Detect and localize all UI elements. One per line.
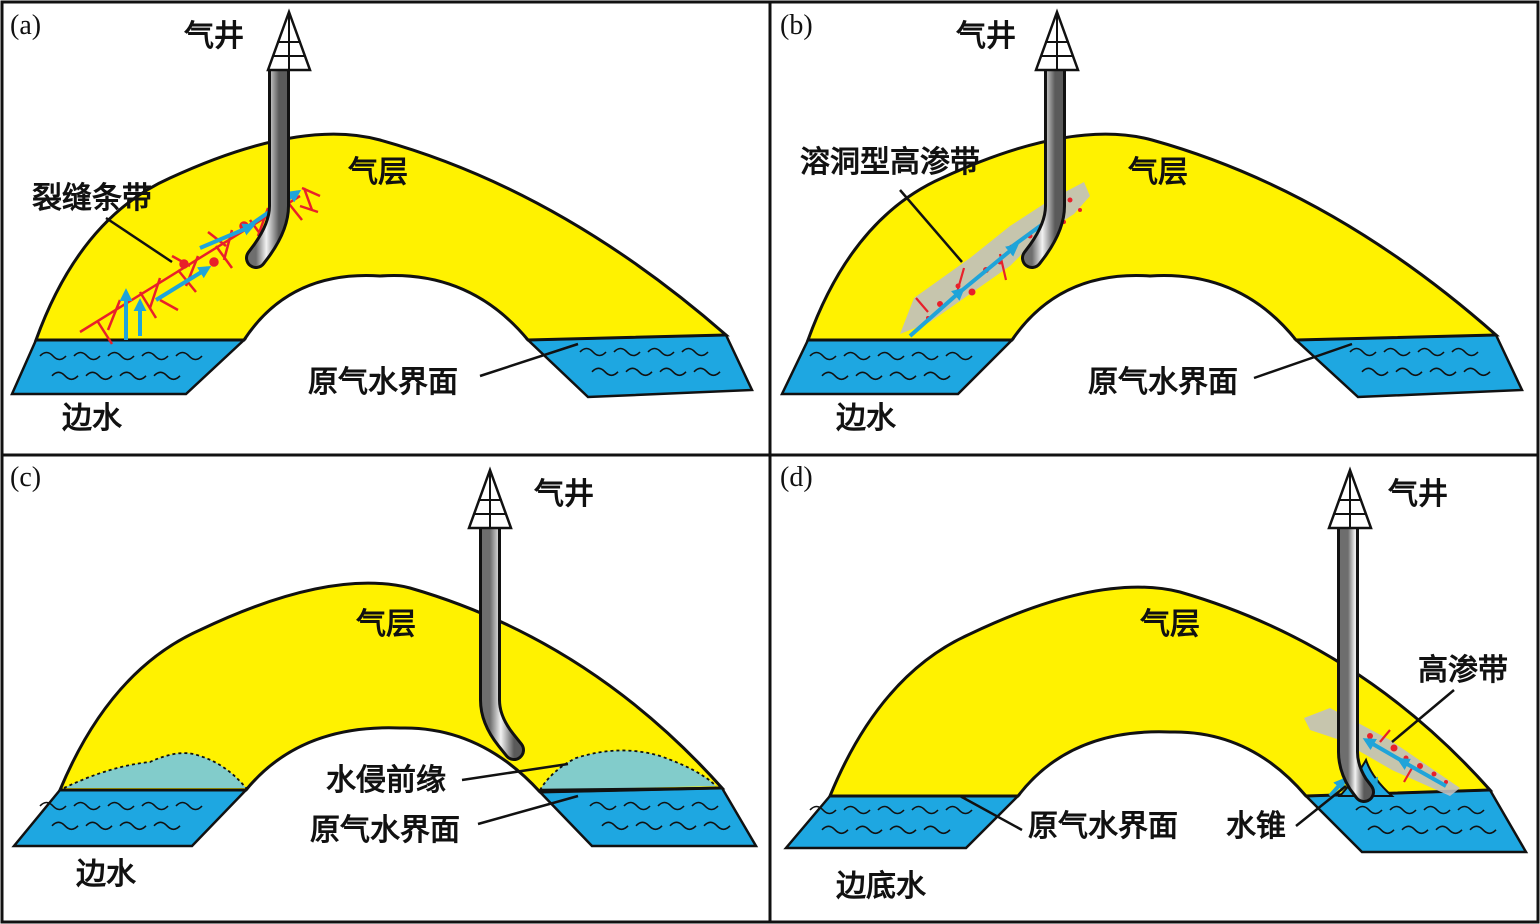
edge-water-label: 边水: [836, 401, 897, 436]
wave-pattern-icon: [579, 347, 721, 377]
well-label: 气井: [184, 19, 244, 54]
fracture-traces: [915, 225, 1042, 313]
karst-zone-label: 溶洞型高渗带: [800, 145, 980, 180]
wave-pattern-icon: [39, 351, 203, 381]
gas-layer: [805, 132, 1500, 342]
water-cone-label: 水锥: [1226, 809, 1286, 844]
wave-pattern-icon: [589, 801, 731, 831]
gas-water-contact-label: 原气水界面: [308, 365, 458, 400]
edge-bottom-water-left: [783, 794, 1022, 850]
gas-layer-label: 气层: [356, 607, 416, 642]
gas-layer-label: 气层: [1140, 607, 1200, 642]
fracture-zone-label: 裂缝条带: [32, 181, 152, 216]
panel-tag: (a): [10, 10, 41, 41]
panel-a: (a): [10, 8, 754, 436]
water-front-outline: [63, 749, 717, 791]
feature-leader-line: [899, 189, 963, 263]
edge-bottom-water-right: [1303, 788, 1529, 854]
wave-pattern-icon: [809, 351, 973, 381]
gas-water-contact-label: 原气水界面: [1028, 809, 1178, 844]
feature-leader-line: [105, 216, 173, 264]
panel-tag: (b): [780, 10, 813, 41]
edge-water-label: 边水: [76, 857, 137, 892]
fracture-traces: [1379, 729, 1413, 783]
edge-bottom-water-label: 边底水: [836, 869, 927, 904]
edge-water-label: 边水: [62, 401, 123, 436]
contact-leader-line: [479, 342, 579, 378]
contact-leader-line: [1253, 342, 1353, 380]
edge-water-right: [1292, 333, 1524, 399]
gas-well-derrick-icon: [467, 466, 525, 761]
gas-water-contact-line: [539, 786, 723, 792]
gas-layer: [57, 581, 726, 794]
gas-well-derrick-icon: [245, 8, 312, 269]
edge-water-left: [780, 338, 1016, 396]
contact-leader-line: [477, 794, 579, 826]
wave-pattern-icon: [39, 801, 203, 831]
gas-water-contact-label: 原气水界面: [310, 813, 460, 848]
panel-tag: (d): [780, 462, 813, 493]
panel-b: (b): [780, 8, 1524, 436]
contact-leader-line: [959, 794, 1023, 832]
wave-pattern-icon: [809, 805, 973, 835]
water-front-label: 水侵前缘: [326, 763, 446, 798]
water-front-right: [540, 750, 716, 790]
panel-c: (c) 气井 气层 水侵前缘 原气水界面 边水: [10, 462, 759, 892]
high-perm-leader-line: [1391, 689, 1455, 743]
cone-leader-line: [1295, 785, 1347, 827]
water-front-left: [64, 753, 246, 788]
well-label: 气井: [1388, 477, 1448, 512]
wave-pattern-icon: [1355, 805, 1497, 835]
well-label: 气井: [534, 477, 594, 512]
edge-water-left: [11, 788, 249, 848]
gas-water-contact-label: 原气水界面: [1088, 365, 1238, 400]
gas-layer-label: 气层: [348, 155, 408, 190]
well-label: 气井: [956, 19, 1016, 54]
gas-well-derrick-icon: [1021, 8, 1080, 269]
panel-d: (d): [780, 462, 1529, 904]
edge-water-left: [10, 338, 248, 396]
panel-tag: (c): [10, 462, 41, 493]
high-perm-zone-label: 高渗带: [1418, 653, 1508, 688]
wave-pattern-icon: [1349, 347, 1491, 377]
edge-water-right: [524, 333, 754, 399]
gas-well-derrick-icon: [1327, 466, 1375, 803]
water-front-leader-line: [461, 762, 569, 782]
gas-layer: [33, 132, 730, 342]
gas-layer-label: 气层: [1128, 155, 1188, 190]
